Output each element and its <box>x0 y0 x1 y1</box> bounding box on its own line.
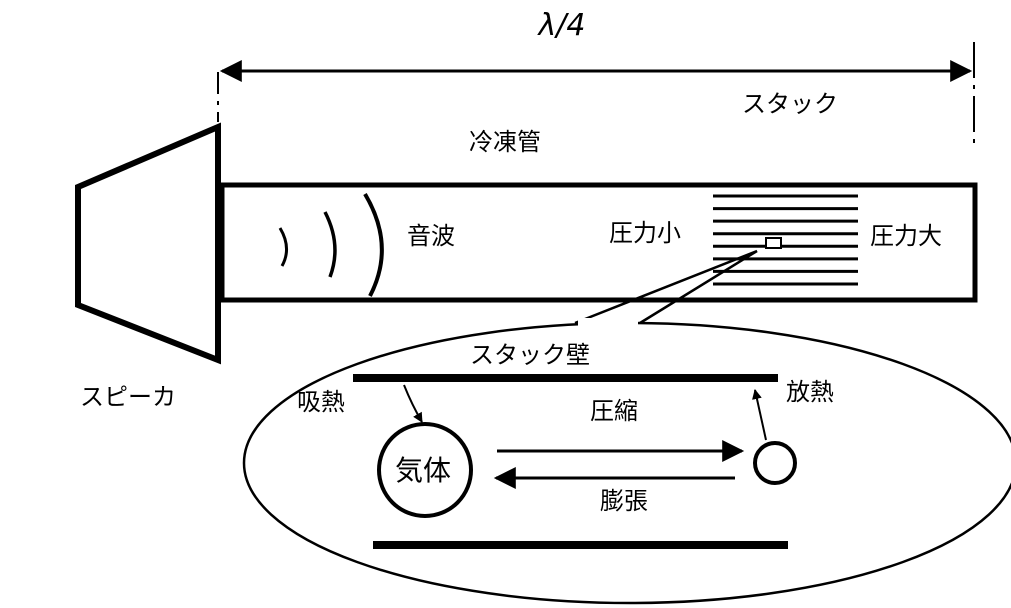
stack-plates <box>713 194 858 286</box>
heat-release-arrow <box>752 389 767 441</box>
low-pressure-label: 圧力小 <box>609 219 681 247</box>
heat-release-label: 放熱 <box>786 378 834 406</box>
gas-parcel-expanded <box>377 422 473 518</box>
stack-label: スタック <box>742 90 838 118</box>
expansion-label: 膨張 <box>600 487 648 515</box>
sound-wave-arc-large <box>363 192 384 297</box>
gas-label: 気体 <box>395 454 451 487</box>
magnified-view-ellipse <box>242 321 1011 605</box>
stack-wall-label: スタック壁 <box>470 341 590 369</box>
high-pressure-label: 圧力大 <box>870 222 942 250</box>
stack-detail-marker <box>765 237 782 249</box>
speaker-body <box>75 122 221 365</box>
callout-join-mask <box>578 318 638 326</box>
heat-absorption-label: 吸熱 <box>297 388 345 416</box>
sound-wave-label: 音波 <box>407 222 455 250</box>
compression-label: 圧縮 <box>590 397 638 425</box>
heat-absorption-arrow <box>403 384 423 423</box>
sound-wave-arc-medium <box>323 211 337 278</box>
gas-parcel-compressed <box>753 441 797 485</box>
sound-wave-arc-small <box>278 227 288 267</box>
speaker-label: スピーカ <box>80 383 176 411</box>
callout-pointer <box>574 249 758 325</box>
refrigeration-tube-label: 冷凍管 <box>469 128 541 156</box>
refrigeration-tube <box>219 182 978 303</box>
wavelength-label: λ/4 <box>537 8 586 43</box>
